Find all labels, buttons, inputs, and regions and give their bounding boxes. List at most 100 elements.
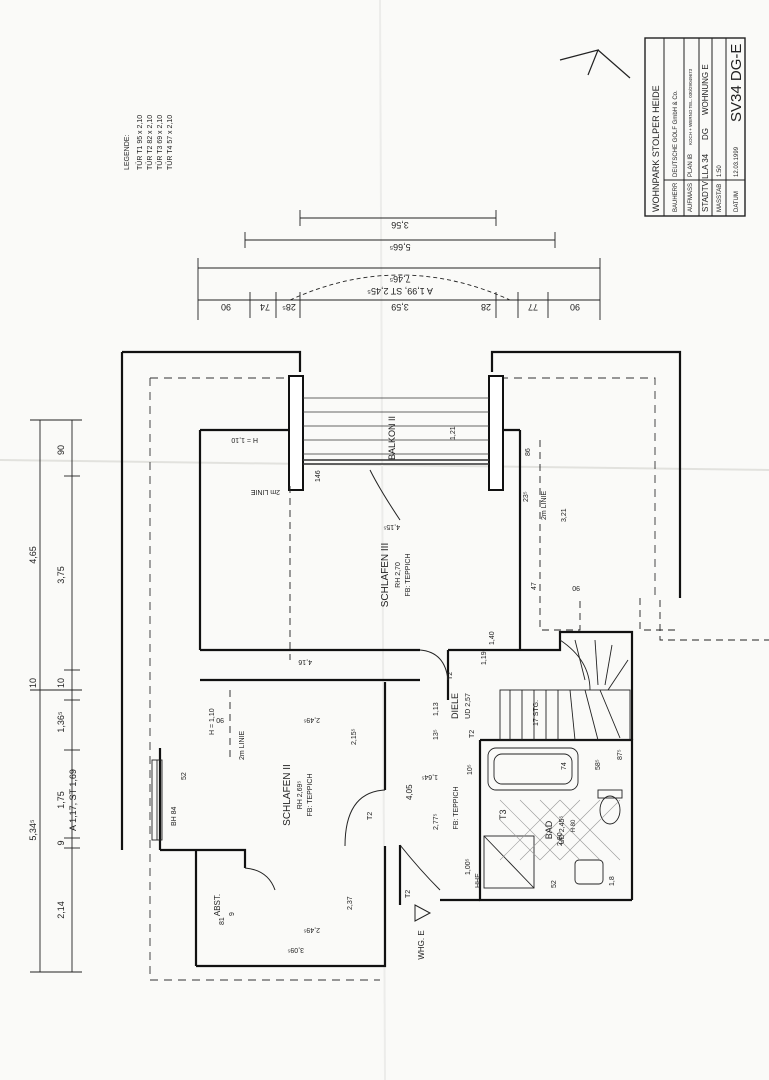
doors <box>244 469 449 891</box>
dim-label: 2,15⁵ <box>351 728 358 745</box>
dim-label: 1,36⁵ <box>56 711 66 733</box>
aufmass-extra: KOCH + WERNO TEL. 030/29049673 <box>688 68 693 145</box>
dim-label: 74 <box>561 762 568 770</box>
bad-h: H 80 <box>571 819 577 832</box>
dim-label: 4,15⁵ <box>383 523 400 530</box>
dim-label: 90 <box>216 716 224 723</box>
dim-label: 2,80 <box>557 832 564 846</box>
top-dimension-labels: 3,56 5,66⁵ 7,46⁵ A 1,99, ST 2,45⁵ 90 74 … <box>221 220 580 312</box>
legend: LEGENDE: TÜR T1 95 x 2,10 TÜR T2 82 x 2,… <box>124 115 174 170</box>
dim-label: 2,14 <box>56 901 66 919</box>
room-labels: BALKON II SCHLAFEN III RH 2,70 FB: TEPPI… <box>213 416 577 960</box>
dim-label: 1,13 <box>433 702 440 716</box>
title-block: WOHNPARK STOLPER HEIDE BAUHERR DEUTSCHE … <box>644 37 746 217</box>
drawing-code: SV34 DG-E <box>728 44 745 122</box>
dim-label: 17 STG. <box>533 700 540 726</box>
left-dimension-chain <box>30 419 82 973</box>
balcony-grid <box>303 397 489 465</box>
door-tag: T3 <box>498 809 508 820</box>
dim-label: 1,00⁵ <box>465 858 472 875</box>
dim-label: 2,37 <box>347 896 354 910</box>
legend-title: LEGENDE: <box>124 135 131 170</box>
dim-label: 4,05 <box>405 784 414 800</box>
unit-label: WOHNUNG E <box>701 64 710 115</box>
legend-item: TÜR T4 57 x 2,10 <box>166 115 174 170</box>
dim-label: 1,64⁵ <box>421 773 438 780</box>
dim-label: 1,19 <box>481 651 488 665</box>
dim-label: 5,34⁵ <box>28 819 38 841</box>
dim-label: 2,77⁵ <box>433 813 440 830</box>
bad-ud: UD 2,45⁵ <box>559 816 566 845</box>
dim-label: H = 1,10 <box>209 708 216 735</box>
dim-label: 3,56 <box>391 220 409 230</box>
dim-label: 81 <box>219 917 226 925</box>
dim-label: 47 <box>531 582 538 590</box>
door-tag: T2 <box>367 812 374 820</box>
dim-label: 58⁵ <box>595 759 602 770</box>
dim-label: 9 <box>56 840 66 845</box>
dim-label: 1,8 <box>609 876 616 886</box>
aufmass-label: AUFMASS <box>688 183 694 212</box>
datum-label: DATUM <box>734 191 740 212</box>
dim-label: 74 <box>260 302 270 312</box>
project-title: WOHNPARK STOLPER HEIDE <box>651 85 661 212</box>
north-arrow <box>559 49 631 79</box>
schlafen2-fb: FB: TEPPICH <box>307 773 314 816</box>
building-label: STADTVILLA 34 <box>701 153 710 212</box>
dim-label: 13⁵ <box>433 729 440 740</box>
fold-line <box>0 459 769 471</box>
massstab-label: MASSTAB <box>717 184 723 212</box>
top-dimension-chain <box>197 210 601 320</box>
legend-item: TÜR T1 95 x 2,10 <box>136 115 144 170</box>
diele-name: DIELE <box>450 693 460 719</box>
dim-label: 28 <box>481 302 491 312</box>
dim-label: 2m LINIE <box>250 488 280 495</box>
dim-label: 90 <box>572 584 580 591</box>
legend-item: TÜR T3 69 x 2,10 <box>156 115 164 170</box>
whg-label: WHG. E <box>417 930 426 959</box>
schlafen2-rh: RH 2,69⁵ <box>297 781 304 810</box>
dim-label: 87⁵ <box>617 749 624 760</box>
massstab-value: 1:50 <box>717 165 723 177</box>
dim-label: 90 <box>570 302 580 312</box>
dim-label: 10 <box>28 678 38 688</box>
left-dimension-labels: 5,34⁵ 4,65 2,14 9 1,75 A 1,17, ST 1,69 1… <box>28 445 78 919</box>
washbasin <box>574 859 604 885</box>
dim-label: H = 1,10 <box>231 436 258 443</box>
inner-dimension-labels: H = 1,10 H = 1,10 2m LINIE 2m LINIE 2m L… <box>171 426 624 953</box>
bath-fixtures <box>483 747 623 889</box>
schlafen3-fb: FB: TEPPICH <box>405 553 412 596</box>
dim-label: 10 <box>56 678 66 688</box>
dim-label: 2m LINIE <box>541 490 548 520</box>
dim-label: 52 <box>181 772 188 780</box>
dim-label: 146 <box>315 470 322 482</box>
aufmass-value: PLAN IB <box>688 154 694 177</box>
staircase <box>499 639 631 741</box>
dim-label: 3,21 <box>561 508 568 522</box>
shower <box>483 835 535 889</box>
dim-label: 1,21 <box>450 426 457 440</box>
toilet <box>599 795 621 825</box>
dim-label: 5,66⁵ <box>389 242 411 252</box>
dim-label: 52 <box>551 880 558 888</box>
abst-label: ABST. <box>213 894 222 916</box>
schlafen3-rh: RH 2,70 <box>395 562 402 588</box>
dim-label: 10⁵ <box>467 764 474 775</box>
schlafen3-name: SCHLAFEN III <box>380 543 391 607</box>
dim-label: 2,49⁵ <box>303 926 320 933</box>
balkon-label: BALKON II <box>387 416 397 460</box>
bauherr-label: BAUHERR <box>673 182 679 212</box>
door-tag: T2 <box>469 730 476 738</box>
legend-item: TÜR T2 82 x 2,10 <box>146 115 154 170</box>
dim-label: A 1,99, ST 2,45⁵ <box>367 286 433 296</box>
dim-label: 7,46⁵ <box>389 274 411 284</box>
dim-label: 28⁵ <box>282 302 296 312</box>
dim-label: 86 <box>525 448 532 456</box>
dim-label: 9 <box>229 912 236 916</box>
two-meter-lines <box>229 440 769 760</box>
dim-label: 3,75 <box>56 566 66 584</box>
datum-value: 12.03.1999 <box>734 146 740 177</box>
dim-label: 4,16 <box>298 658 312 665</box>
bathtub <box>487 747 579 791</box>
